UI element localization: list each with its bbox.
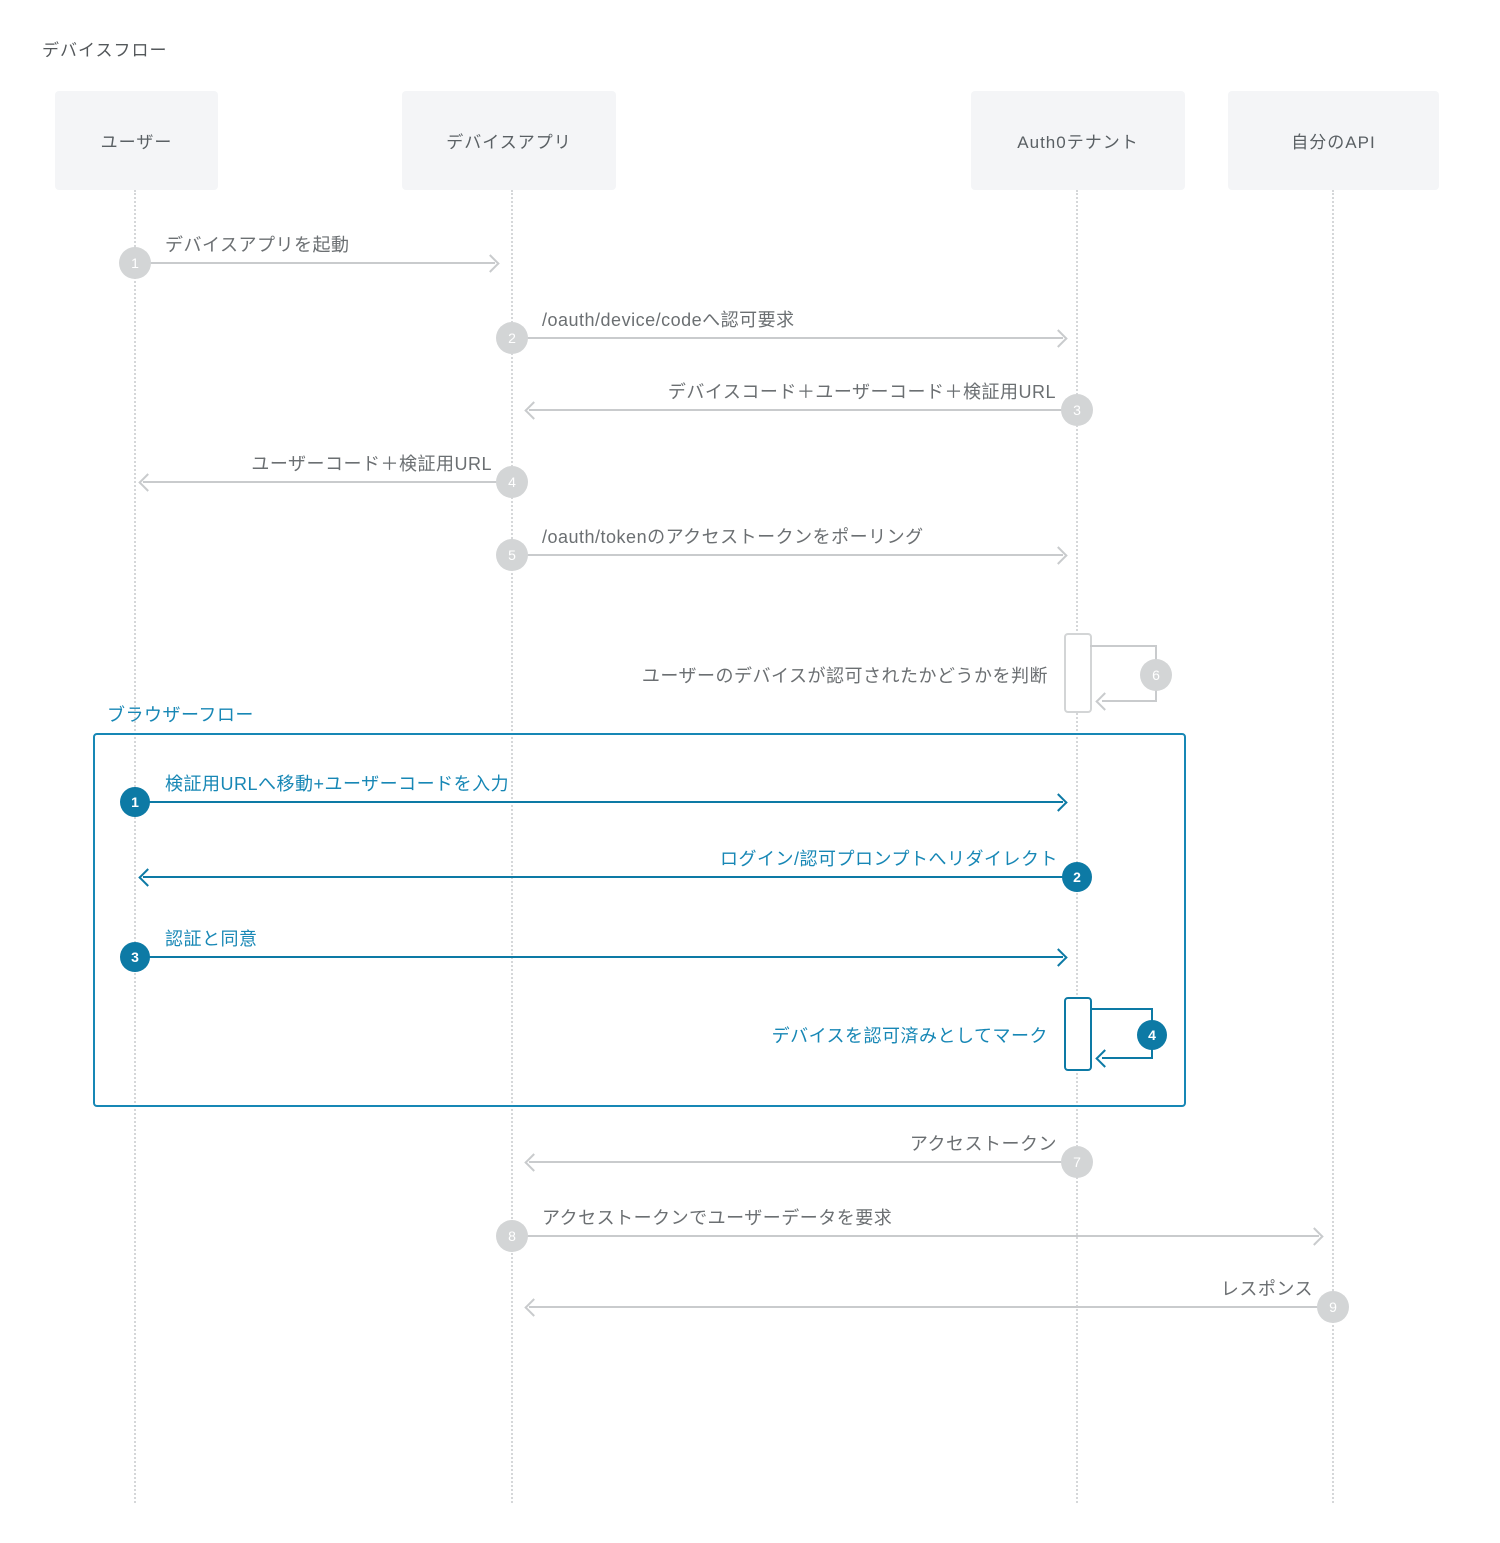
message-9-line: [529, 1306, 1333, 1308]
diagram-title: デバイスフロー: [42, 41, 168, 60]
browser-message-2-label: ログイン/認可プロンプトへリダイレクト: [720, 849, 1058, 869]
message-8-number: 8: [496, 1220, 528, 1252]
arrow-right-icon: [1049, 329, 1068, 348]
message-4-number: 4: [496, 466, 528, 498]
browser-flow-label: ブラウザーフロー: [107, 705, 254, 725]
message-1-line: [135, 262, 495, 264]
browser-message-1-label: 検証用URLへ移動+ユーザーコードを入力: [165, 774, 510, 794]
message-5-label: /oauth/tokenのアクセストークンをポーリング: [542, 527, 924, 547]
browser-message-4-loop-bottom: [1102, 1057, 1153, 1059]
message-4-line: [143, 481, 512, 483]
lifeline-my-api: [1332, 190, 1334, 1503]
message-5-line: [512, 554, 1063, 556]
message-7-number: 7: [1061, 1146, 1093, 1178]
arrow-left-icon: [1095, 692, 1114, 711]
lifeline-auth0-tenant: [1076, 190, 1078, 1503]
browser-message-2-line: [143, 876, 1077, 878]
message-3-line: [529, 409, 1077, 411]
message-7-line: [529, 1161, 1077, 1163]
arrow-right-icon: [1049, 546, 1068, 565]
arrow-right-icon: [481, 254, 500, 273]
actor-user: ユーザー: [55, 91, 218, 190]
arrow-left-icon: [524, 1153, 543, 1172]
browser-message-4-loop-top: [1090, 1008, 1153, 1010]
message-2-line: [512, 337, 1063, 339]
message-5-number: 5: [496, 539, 528, 571]
actor-device-app: デバイスアプリ: [402, 91, 616, 190]
message-6-label: ユーザーのデバイスが認可されたかどうかを判断: [641, 666, 1048, 686]
arrow-left-icon: [524, 1298, 543, 1317]
browser-message-3-number: 3: [120, 942, 150, 972]
actor-my-api: 自分のAPI: [1228, 91, 1439, 190]
message-8-line: [512, 1235, 1319, 1237]
message-9-number: 9: [1317, 1291, 1349, 1323]
browser-message-1-line: [135, 801, 1063, 803]
lifeline-device-app: [511, 190, 513, 1503]
activation-bar: [1064, 997, 1092, 1071]
message-8-label: アクセストークンでユーザーデータを要求: [542, 1208, 893, 1228]
arrow-right-icon: [1305, 1227, 1324, 1246]
browser-message-2-number: 2: [1062, 862, 1092, 892]
arrow-left-icon: [524, 401, 543, 420]
message-6-loop-bottom: [1102, 700, 1157, 702]
message-9-label: レスポンス: [1220, 1279, 1313, 1299]
browser-message-3-line: [135, 956, 1063, 958]
activation-bar: [1064, 633, 1092, 713]
arrow-left-icon: [138, 473, 157, 492]
message-7-label: アクセストークン: [909, 1134, 1057, 1154]
actor-auth0-tenant: Auth0テナント: [971, 91, 1185, 190]
message-6-loop-top: [1090, 645, 1157, 647]
message-3-label: デバイスコード＋ユーザーコード＋検証用URL: [667, 382, 1056, 402]
message-2-number: 2: [496, 322, 528, 354]
message-1-label: デバイスアプリを起動: [165, 235, 350, 255]
browser-message-3-label: 認証と同意: [165, 929, 258, 949]
message-1-number: 1: [119, 247, 151, 279]
message-6-number: 6: [1140, 659, 1172, 691]
browser-message-1-number: 1: [120, 787, 150, 817]
browser-flow-box: [93, 733, 1186, 1107]
lifeline-user: [134, 190, 136, 1503]
message-4-label: ユーザーコード＋検証用URL: [251, 454, 492, 474]
message-3-number: 3: [1061, 394, 1093, 426]
message-2-label: /oauth/device/codeへ認可要求: [542, 310, 795, 330]
browser-message-4-label: デバイスを認可済みとしてマーク: [771, 1026, 1048, 1046]
browser-message-4-number: 4: [1137, 1020, 1167, 1050]
